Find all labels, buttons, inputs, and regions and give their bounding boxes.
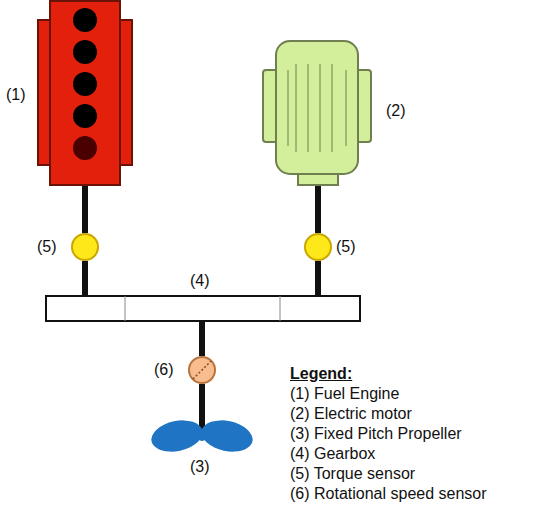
torque-sensor: (5): [71, 233, 99, 261]
speed-sensor-shape: [188, 356, 216, 384]
torque-sensor: (5): [304, 233, 332, 261]
electric-motor: (2): [262, 40, 372, 186]
legend-text: (5) Torque sensor: [290, 465, 415, 482]
fuel-engine: (1): [38, 0, 132, 186]
legend-heading: Legend:: [290, 364, 487, 384]
callout-number: (4): [190, 272, 210, 290]
propeller-shape: [150, 418, 254, 454]
callout-number: (5): [336, 238, 356, 256]
electric-motor-shape: [262, 40, 372, 186]
callout-number: (5): [37, 238, 57, 256]
legend-entry: (5) Torque sensor: [290, 464, 487, 484]
legend-text: (6) Rotational speed sensor: [290, 485, 487, 502]
shaft: [315, 261, 321, 295]
torque-sensor-shape: [304, 233, 332, 261]
gearbox-shape: [45, 295, 361, 322]
callout-number: (1): [6, 86, 26, 104]
propeller: (3): [150, 418, 254, 454]
legend-text: (4) Gearbox: [290, 445, 375, 462]
legend-entry: (2) Electric motor: [290, 404, 487, 424]
shaft: [199, 322, 205, 356]
legend-entry: (3) Fixed Pitch Propeller: [290, 424, 487, 444]
legend-entry: (6) Rotational speed sensor: [290, 484, 487, 504]
fuel-engine-shape: [38, 0, 132, 186]
legend-text: (3) Fixed Pitch Propeller: [290, 425, 462, 442]
legend: Legend:(1) Fuel Engine (2) Electric motor…: [290, 364, 487, 504]
callout-number: (2): [386, 102, 406, 120]
shaft: [82, 261, 88, 295]
callout-number: (3): [190, 458, 210, 476]
legend-entry: (1) Fuel Engine: [290, 384, 487, 404]
legend-text: (1) Fuel Engine: [290, 385, 399, 402]
legend-entry: (4) Gearbox: [290, 444, 487, 464]
callout-number: (6): [154, 361, 174, 379]
shaft: [315, 186, 321, 233]
legend-text: (2) Electric motor: [290, 405, 412, 422]
speed-sensor: (6): [188, 356, 216, 384]
shaft: [199, 384, 205, 418]
gearbox: (4): [45, 295, 361, 322]
torque-sensor-shape: [71, 233, 99, 261]
shaft: [82, 186, 88, 233]
